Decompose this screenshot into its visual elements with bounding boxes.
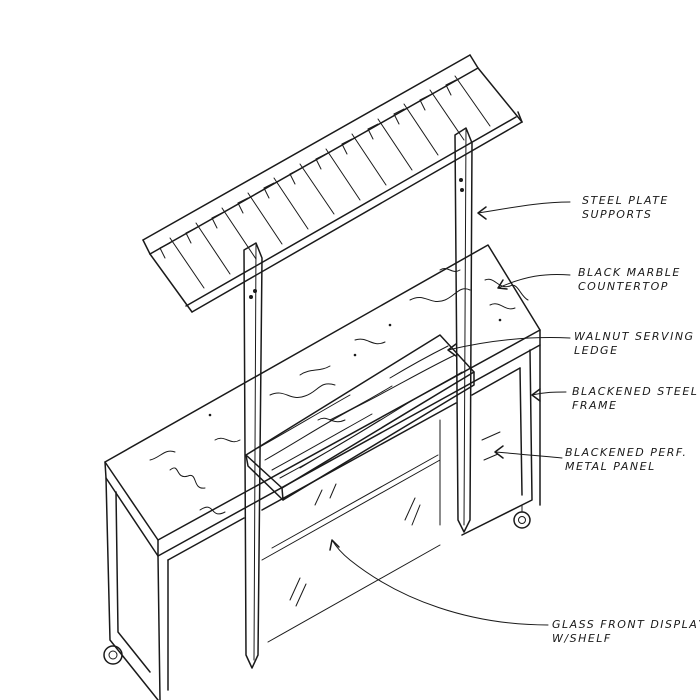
callout-line-2: Frame <box>572 399 618 412</box>
callout-line-1: Walnut Serving <box>574 330 695 343</box>
callout-line-1: Blackened Perf. <box>565 446 688 459</box>
callout-line-2: W/Shelf <box>552 632 612 645</box>
callout-steel-plate-supports: Steel Plate Supports <box>582 194 669 222</box>
callout-line-1: Steel Plate <box>582 194 669 207</box>
callout-blackened-perf-metal-panel: Blackened Perf. Metal Panel <box>565 446 687 474</box>
callout-line-1: Blackened Steel <box>572 385 699 398</box>
callout-black-marble-countertop: Black Marble Countertop <box>578 266 681 294</box>
steel-plate-supports <box>243 127 473 669</box>
marble-countertop <box>104 244 541 557</box>
callout-line-2: Ledge <box>574 344 619 357</box>
callout-blackened-steel-frame: Blackened Steel Frame <box>572 385 698 413</box>
callout-walnut-serving-ledge: Walnut Serving Ledge <box>574 330 695 358</box>
overhead-shelf <box>142 54 523 313</box>
walnut-serving-ledge <box>245 334 475 501</box>
callout-line-1: Black Marble <box>578 266 681 279</box>
callout-line-1: Glass Front Display <box>552 618 700 631</box>
leader-lines <box>329 201 571 626</box>
callout-line-2: Metal Panel <box>565 460 656 473</box>
callout-line-2: Supports <box>582 208 653 221</box>
callout-glass-front-display: Glass Front Display W/Shelf <box>552 618 700 646</box>
steel-frame <box>103 344 541 700</box>
callout-line-2: Countertop <box>578 280 669 293</box>
